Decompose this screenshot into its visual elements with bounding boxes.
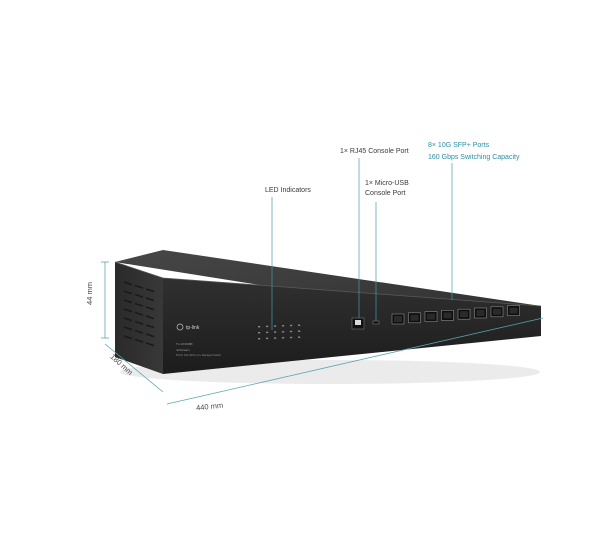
led-dot xyxy=(258,332,261,334)
vent-slot xyxy=(123,335,133,340)
callout-sfp-ports: 8× 10G SFP+ Ports xyxy=(428,142,490,149)
vent-slot xyxy=(123,317,133,322)
sfp-cage-slot xyxy=(476,310,485,316)
led-dot xyxy=(282,325,285,327)
sfp-cage-slot xyxy=(509,307,518,314)
vent-slot xyxy=(123,299,133,304)
callout-rj45-console: 1× RJ45 Console Port xyxy=(340,148,409,155)
dimension-height-label: 44 mm xyxy=(84,282,94,305)
vent-slot xyxy=(145,315,155,320)
sfp-cage-group xyxy=(391,305,520,325)
vent-slot xyxy=(145,342,155,347)
sfp-cage-slot xyxy=(410,314,419,321)
led-dot xyxy=(274,337,277,339)
vent-slot xyxy=(145,324,155,329)
leader-lines xyxy=(271,158,453,330)
led-dot xyxy=(274,325,277,327)
micro-usb-port-icon xyxy=(372,320,380,325)
rj45-port-icon xyxy=(351,317,365,330)
vent-slot xyxy=(123,290,133,295)
sfp-cage-slot xyxy=(460,311,468,318)
led-dot xyxy=(298,336,301,338)
led-dot xyxy=(282,337,285,339)
callout-usb-console-line2: Console Port xyxy=(365,190,406,197)
led-dot xyxy=(258,326,261,328)
device-edge-highlight xyxy=(114,261,542,307)
sfp-cage-slot xyxy=(427,313,435,320)
callout-usb-console-line1: 1× Micro-USB xyxy=(365,180,409,187)
vent-slot xyxy=(134,338,144,343)
description-label: 8-Port 10G SFP+ L2+ Managed Switch xyxy=(176,353,222,357)
dim-line-width xyxy=(166,317,544,405)
vent-grille-icon xyxy=(123,281,155,347)
vent-slot xyxy=(134,320,144,325)
led-dot xyxy=(266,337,269,340)
led-dot xyxy=(290,336,293,339)
vent-slot xyxy=(145,333,155,338)
vent-slot xyxy=(145,297,155,302)
vent-slot xyxy=(145,306,155,311)
callout-switching-capacity: 160 Gbps Switching Capacity xyxy=(428,154,520,161)
led-dot xyxy=(258,338,261,340)
vent-slot xyxy=(134,284,144,289)
sfp-cage-slot xyxy=(394,316,402,322)
callout-led-indicators: LED Indicators xyxy=(265,187,311,194)
brand-label: tp-link xyxy=(186,325,200,331)
sfp-cage-slot xyxy=(443,312,452,319)
led-indicator-block xyxy=(258,324,301,340)
led-dot xyxy=(266,325,269,328)
vent-slot xyxy=(134,329,144,334)
vent-slot xyxy=(123,326,133,331)
vent-slot xyxy=(123,308,133,313)
led-dot xyxy=(266,331,269,334)
led-dot xyxy=(298,330,301,332)
vent-slot xyxy=(123,281,133,286)
device-left-side-panel xyxy=(115,262,163,374)
led-dot xyxy=(298,324,301,326)
led-dot xyxy=(290,330,293,333)
family-label: JetStream xyxy=(176,348,190,352)
vent-slot xyxy=(145,288,155,293)
model-label: TL-SX3008F xyxy=(176,342,193,346)
vent-slot xyxy=(134,293,144,298)
dimension-lines xyxy=(101,261,544,405)
led-dot xyxy=(282,331,285,333)
vent-slot xyxy=(134,311,144,316)
dim-line-depth xyxy=(104,343,164,393)
sfp-cage-slot xyxy=(493,308,501,315)
tp-link-logo-icon xyxy=(176,323,184,331)
vent-slot xyxy=(134,302,144,307)
led-dot xyxy=(274,331,277,333)
led-dot xyxy=(290,324,293,327)
